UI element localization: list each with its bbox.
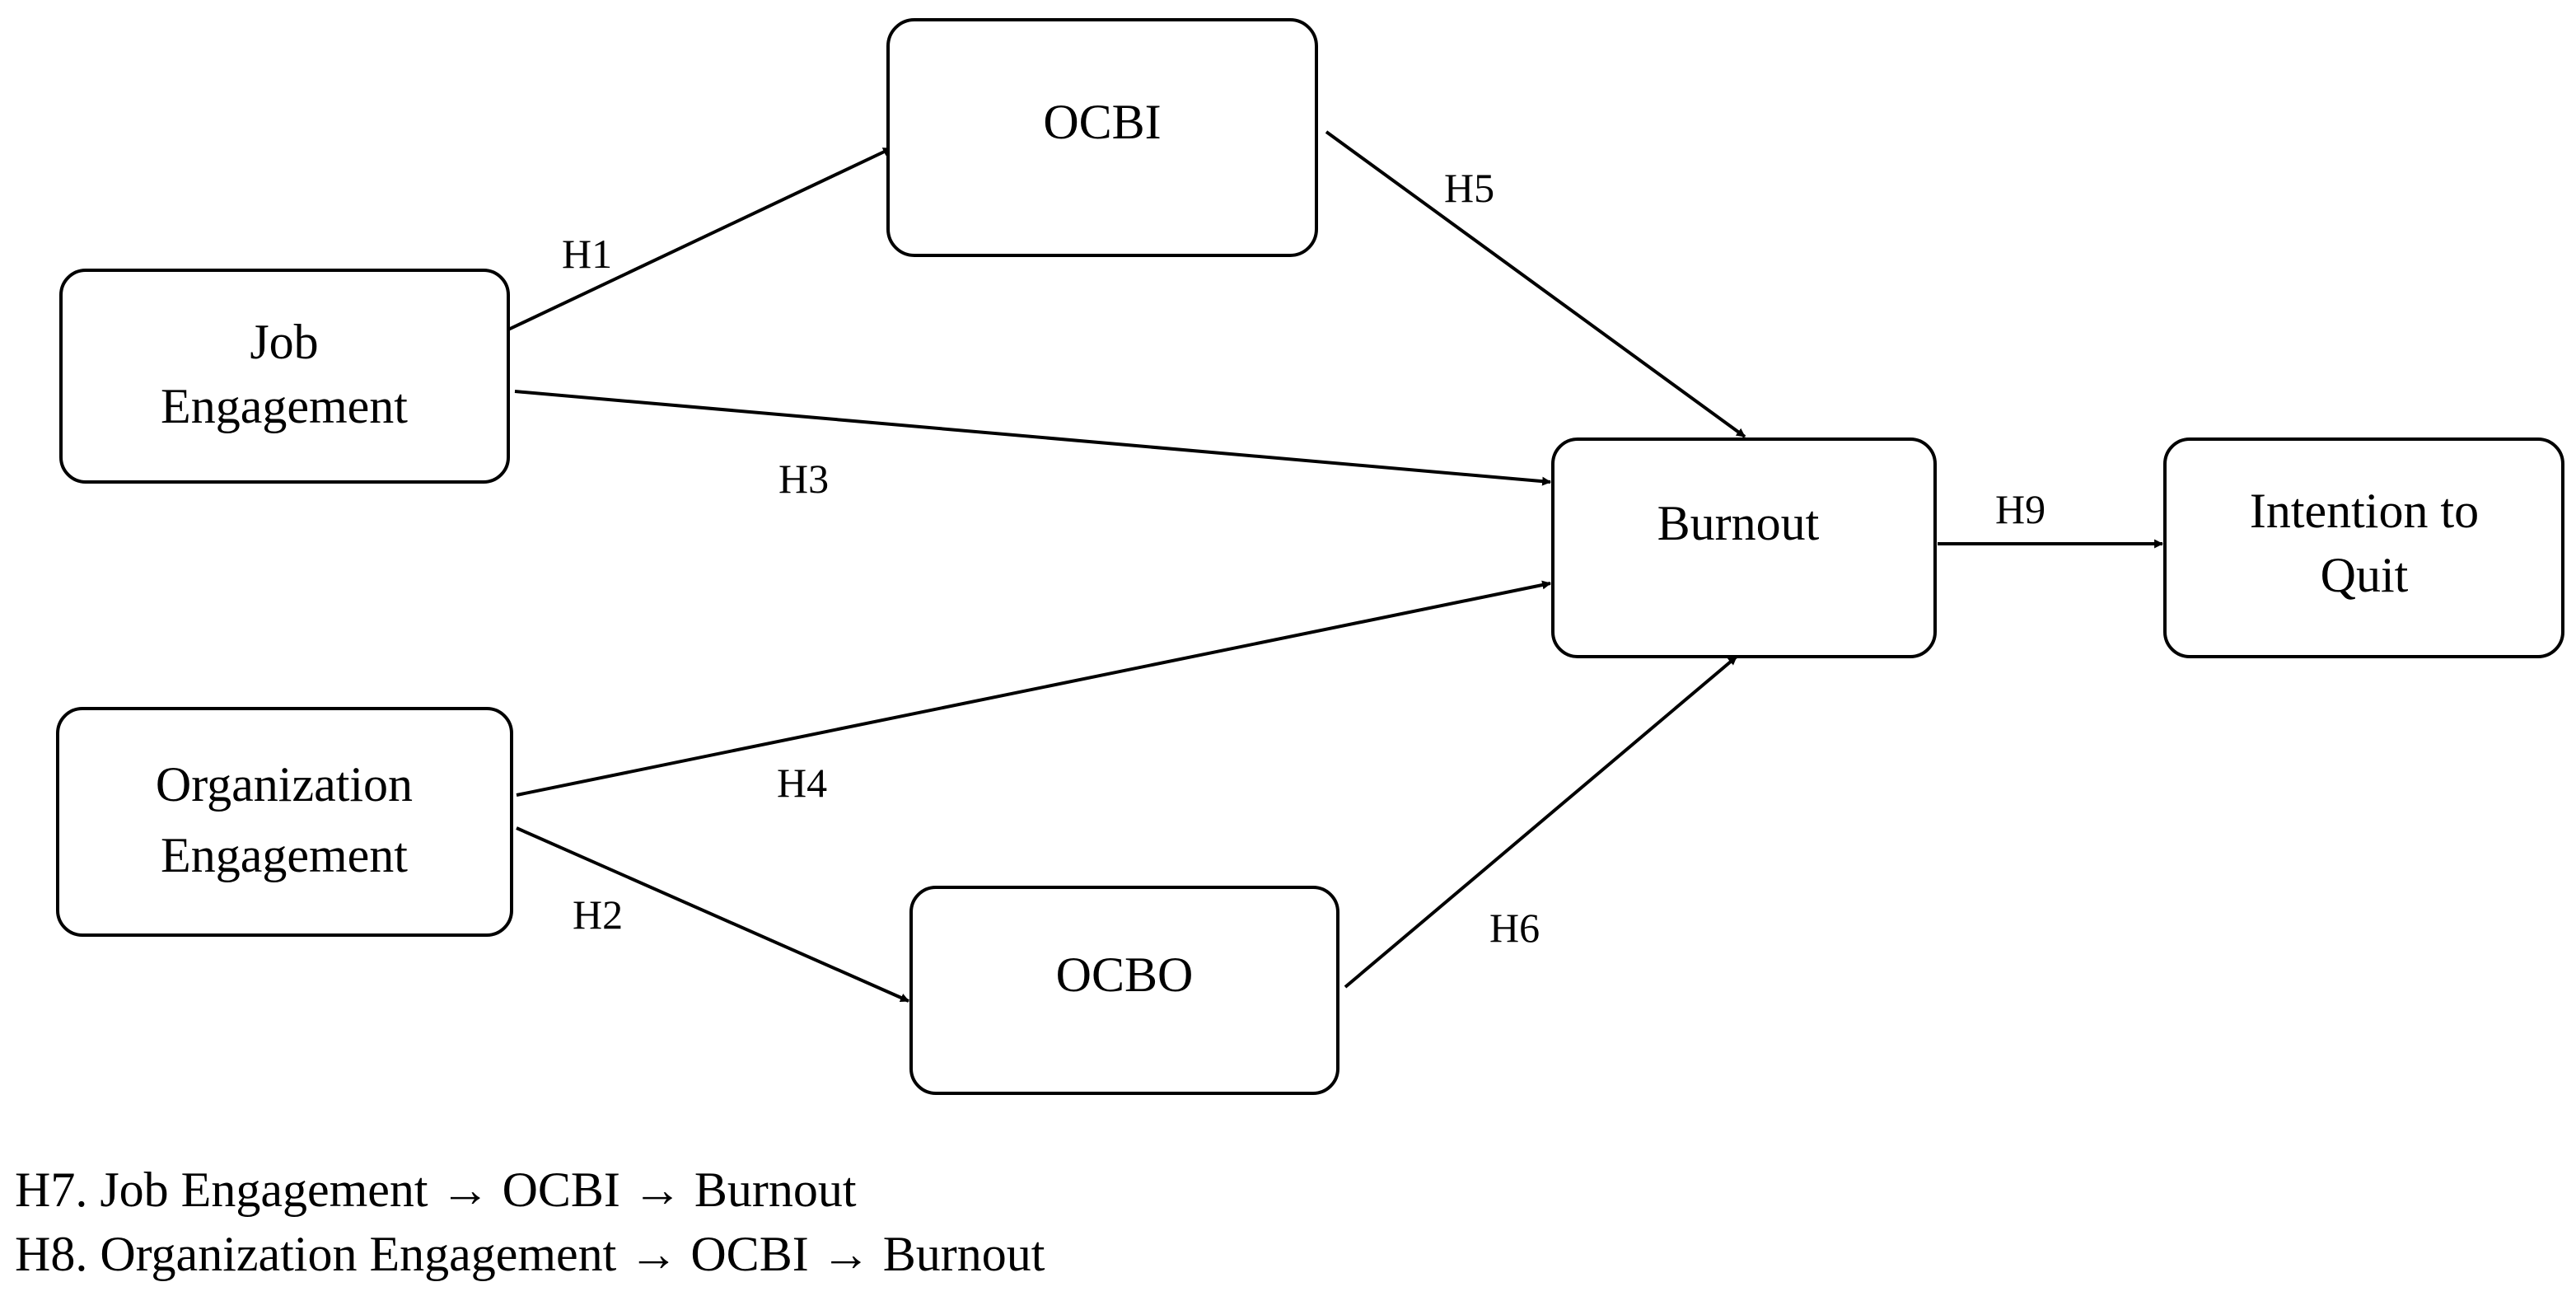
edge-label-h5: H5 — [1444, 165, 1494, 211]
node-label-line: Intention to — [2250, 484, 2479, 538]
note-h8: H8. Organization Engagement → OCBI → Bur… — [15, 1227, 1045, 1281]
node-label-line: Organization — [156, 757, 413, 812]
edge-label-h1: H1 — [562, 231, 612, 277]
node-label-line: Burnout — [1657, 496, 1820, 550]
edge-h3-arrow — [514, 390, 1552, 486]
edge-h4-arrow — [516, 580, 1552, 797]
note-h7: H7. Job Engagement → OCBI → Burnout — [15, 1163, 857, 1217]
node-label-line: Engagement — [161, 828, 408, 882]
edge-label-h3: H3 — [778, 456, 829, 502]
edge-h1-arrow — [507, 147, 892, 331]
edge-h6-arrow — [1344, 655, 1738, 989]
hypotheses-notes: H7. Job Engagement → OCBI → Burnout H8. … — [15, 1158, 1045, 1286]
edge-h5-arrow — [1325, 130, 1746, 438]
node-box — [56, 707, 513, 937]
edge-labels: H1 H3 H4 H2 H5 H6 H9 — [562, 165, 2045, 951]
node-intention-to-quit: Intention to Quit — [2163, 437, 2564, 658]
node-label-line: OCBO — [1056, 947, 1194, 1002]
node-burnout: Burnout — [1551, 437, 1937, 658]
node-job-engagement: Job Engagement — [59, 269, 510, 484]
node-box — [2163, 437, 2564, 658]
node-box — [59, 269, 510, 484]
edge-label-h6: H6 — [1489, 905, 1540, 951]
node-label-line: Engagement — [161, 379, 408, 433]
edge-label-h4: H4 — [777, 760, 827, 806]
node-label-line: Job — [250, 315, 318, 369]
edge-label-h2: H2 — [573, 891, 623, 938]
node-label-line: OCBI — [1043, 95, 1161, 149]
node-ocbi: OCBI — [886, 18, 1318, 257]
node-label-line: Quit — [2321, 548, 2409, 602]
edges — [507, 130, 2164, 1003]
edge-h2-arrow — [516, 826, 910, 1003]
node-ocbo: OCBO — [909, 886, 1339, 1095]
node-organization-engagement: Organization Engagement — [56, 707, 513, 937]
node-box — [1551, 437, 1937, 658]
edge-label-h9: H9 — [1995, 486, 2045, 532]
node-box — [886, 18, 1318, 257]
node-box — [909, 886, 1339, 1095]
